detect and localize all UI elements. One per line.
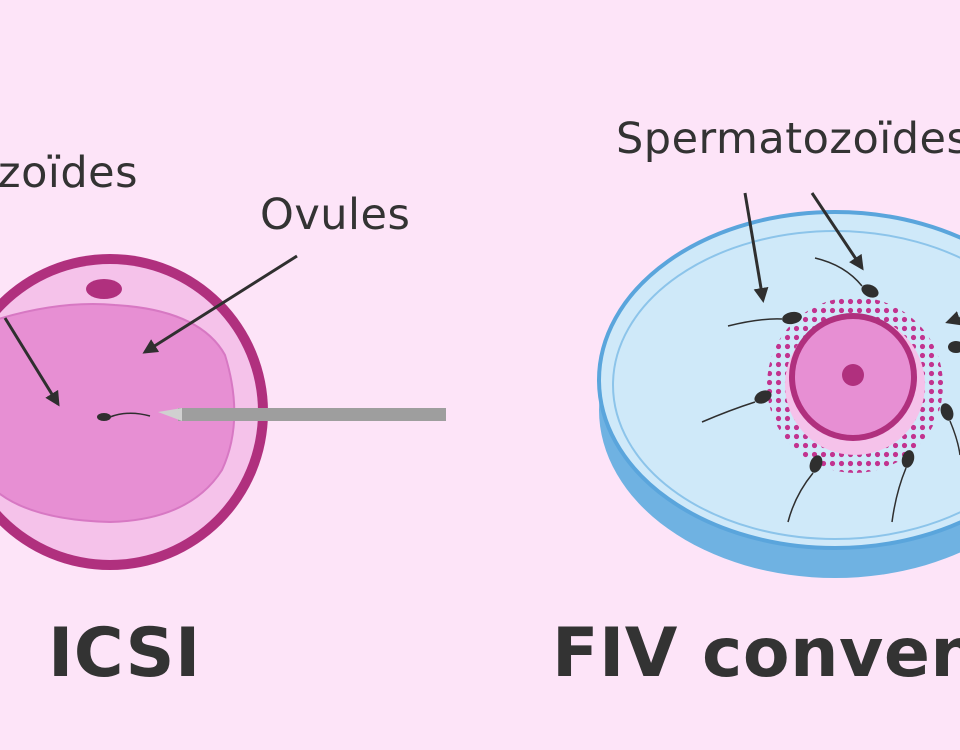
sperm-head <box>809 455 823 473</box>
sperm-tail <box>891 467 907 523</box>
label-spermatozoides-left: zoïdes <box>0 148 138 198</box>
sperm-tail <box>727 318 783 327</box>
pipette-tube <box>178 408 446 421</box>
dish-inner-rim <box>612 230 960 540</box>
sperm-head <box>782 311 802 325</box>
arrow-sperm-right-1 <box>743 192 769 303</box>
sperm-tail <box>787 472 814 523</box>
fiv-nucleus <box>842 364 864 386</box>
sperm-head <box>940 403 954 421</box>
ovum-cytoplasm <box>0 303 236 524</box>
pipette-tip <box>158 408 182 421</box>
sperm-head <box>97 413 111 421</box>
arrow-ovules <box>142 254 298 354</box>
title-fiv: FIV conventio <box>552 614 960 693</box>
arrow-sperm-left <box>3 317 60 407</box>
arrow-sperm-right-3 <box>945 311 960 326</box>
sperm-tail <box>701 401 756 423</box>
label-spermatozoides-right: Spermatozoïdes <box>616 114 960 164</box>
sperm-tail <box>109 412 151 418</box>
injection-pipette <box>158 408 446 421</box>
sperm-head <box>861 284 879 298</box>
icsi-ovum <box>0 254 268 570</box>
fiv-oocyte <box>767 297 943 473</box>
arrow-sperm-right-2 <box>810 192 864 271</box>
sperm-tail <box>814 257 863 287</box>
sperm-head <box>901 450 915 468</box>
polar-body <box>86 279 122 299</box>
sperm-head <box>754 390 772 404</box>
label-ovules: Ovules <box>260 190 411 240</box>
injected-sperm <box>97 412 151 421</box>
sperm-head <box>948 341 960 353</box>
title-icsi: ICSI <box>48 614 201 693</box>
